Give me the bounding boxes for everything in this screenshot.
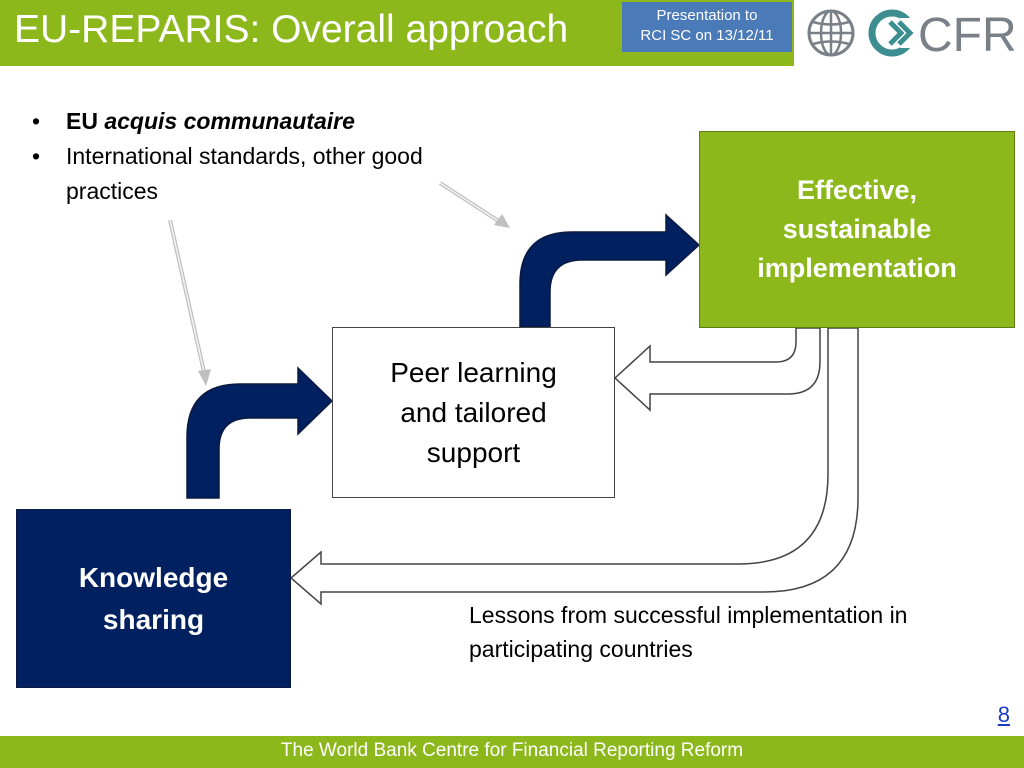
logo-text: CFRR	[918, 9, 1018, 62]
box-peer-label: Peer learning and tailored support	[390, 356, 557, 468]
bullet-bold-italic-text: acquis communautaire	[104, 108, 355, 134]
bullet-item-eu-acquis: • EU acquis communautaire	[32, 104, 462, 139]
pointer-arrow-good-practices	[168, 219, 211, 386]
box-knowledge-label: Knowledge sharing	[78, 561, 229, 635]
box-effective-implementation: Effective, sustainable implementation	[699, 131, 1015, 328]
bullet-glyph: •	[32, 143, 41, 169]
box-knowledge-sharing: Knowledge sharing	[16, 509, 291, 688]
cfrr-logo: CFRR	[868, 9, 1018, 62]
presentation-line-1: Presentation to	[656, 7, 758, 24]
bullet-list: • EU acquis communautaire • Internationa…	[32, 104, 462, 209]
arrow-knowledge-to-peer	[186, 366, 334, 499]
bullet-glyph: •	[32, 108, 41, 134]
world-bank-globe-icon	[807, 9, 855, 57]
box-peer-learning: Peer learning and tailored support	[332, 327, 615, 498]
pointer-arrow-standards	[438, 181, 510, 228]
box-effective-label: Effective, sustainable implementation	[757, 175, 957, 283]
flow-diagram	[168, 181, 859, 606]
page-number-link[interactable]: 8	[997, 702, 1010, 727]
footer-bar: The World Bank Centre for Financial Repo…	[0, 736, 1024, 768]
page-title: EU-REPARIS: Overall approach	[14, 8, 569, 51]
arrow-peer-to-effective	[519, 213, 701, 328]
bullet-item-standards: • International standards, other good pr…	[32, 139, 462, 209]
presentation-line-2: RCI SC on 13/12/11	[640, 27, 774, 44]
footer-text: The World Bank Centre for Financial Repo…	[280, 740, 744, 761]
arrow-effective-to-peer	[613, 327, 821, 412]
bullet-bold-text: EU	[66, 108, 98, 134]
presentation-badge: Presentation to RCI SC on 13/12/11	[622, 2, 792, 52]
lessons-caption: Lessons from successful implementation i…	[469, 602, 908, 662]
arrow-effective-to-knowledge	[289, 327, 859, 606]
bullet-text: International standards, other good prac…	[66, 143, 423, 204]
